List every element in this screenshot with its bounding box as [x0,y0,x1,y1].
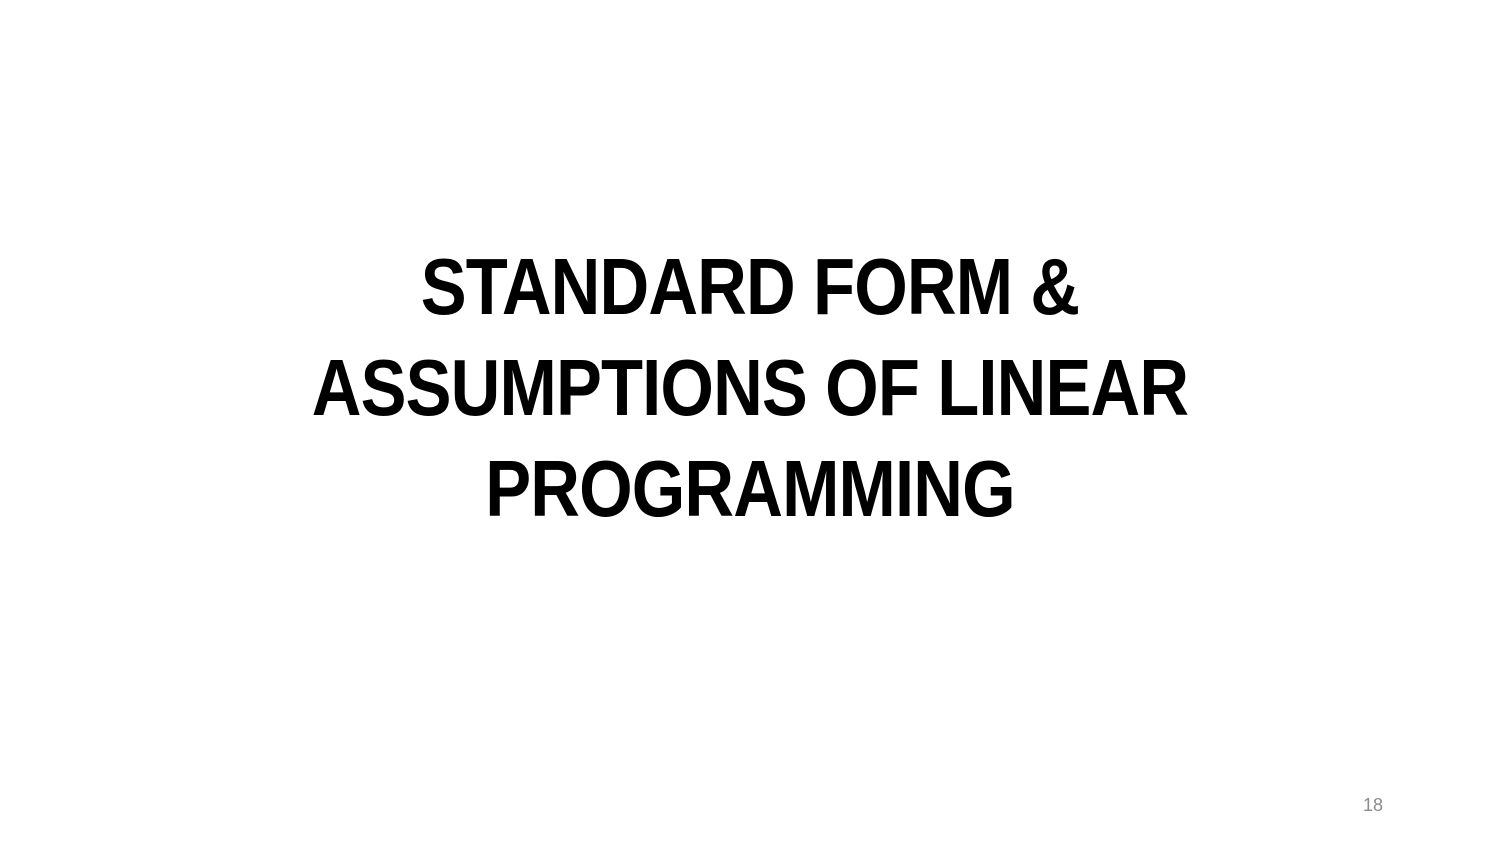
slide-title: STANDARD FORM & ASSUMPTIONS OF LINEAR PR… [105,236,1395,539]
slide-title-line-2: ASSUMPTIONS OF LINEAR [311,343,1189,432]
page-number: 18 [1363,795,1384,815]
slide-title-line-1: STANDARD FORM & [420,242,1080,331]
slide-title-line-3: PROGRAMMING [485,444,1015,533]
